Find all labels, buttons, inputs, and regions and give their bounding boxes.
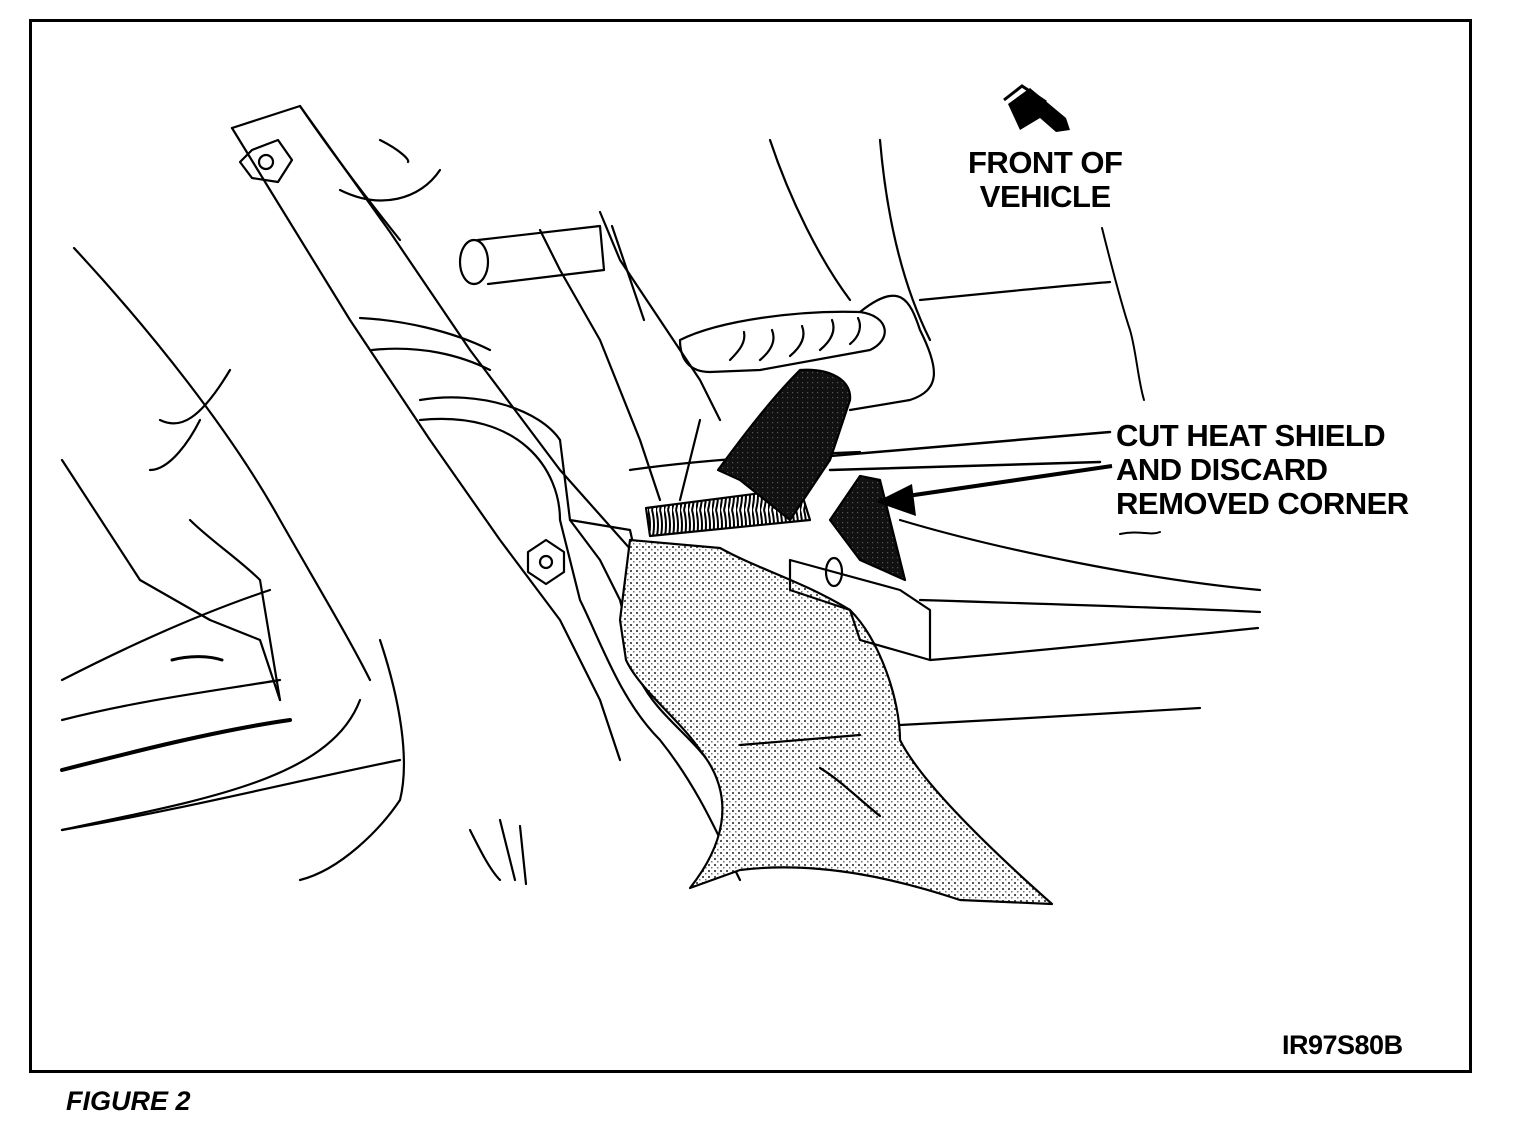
front-leader-line — [1101, 227, 1145, 401]
lower-bolt — [526, 538, 566, 586]
front-arrow-icon — [1003, 84, 1070, 132]
cut-heat-shield-label: CUT HEAT SHIELD AND DISCARD REMOVED CORN… — [1116, 419, 1409, 521]
heat-shield — [618, 538, 1054, 906]
figure-caption: FIGURE 2 — [66, 1086, 191, 1116]
front-label-line2: VEHICLE — [979, 179, 1111, 214]
upper-bolt — [238, 138, 294, 184]
pivot-pin — [458, 210, 722, 502]
figure-frame — [29, 19, 1472, 1073]
clip-lever — [678, 138, 935, 412]
left-floor-panel — [60, 246, 402, 832]
front-label-line1: FRONT OF — [968, 145, 1123, 180]
front-of-vehicle-label: FRONT OF VEHICLE — [968, 145, 1123, 214]
cut-label-line3: REMOVED CORNER — [1116, 486, 1409, 521]
pointer-arrow-icon — [876, 464, 1113, 516]
cut-underline — [1119, 531, 1161, 535]
cut-label-line1: CUT HEAT SHIELD — [1116, 418, 1386, 453]
cut-label-line2: AND DISCARD — [1116, 452, 1328, 487]
mounting-tab — [788, 556, 932, 662]
image-code: IR97S80B — [1282, 1030, 1403, 1060]
removed-corner — [716, 368, 907, 582]
left-frame-member — [230, 104, 662, 762]
